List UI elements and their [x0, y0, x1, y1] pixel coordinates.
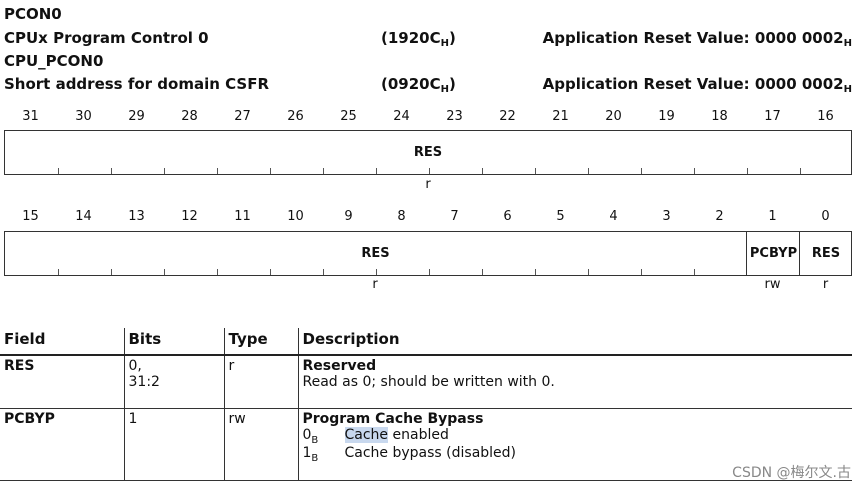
access-res-lower: r [372, 277, 378, 292]
bit-number: 7 [450, 209, 459, 224]
bit-number: 11 [234, 209, 251, 224]
bit-number: 5 [556, 209, 565, 224]
bit-number: 22 [499, 109, 516, 124]
register-address: (1920CH) [381, 29, 456, 49]
bit-number: 12 [181, 209, 198, 224]
header-type: Type [223, 328, 298, 356]
bit-number: 9 [344, 209, 353, 224]
field-pcbyp: PCBYP [746, 232, 800, 275]
bit-number: 31 [22, 109, 39, 124]
header-field: Field [0, 328, 124, 356]
cell-type: r [223, 355, 298, 409]
enum-value-1: 1B Cache bypass (disabled) [302, 445, 517, 465]
reset-value: Application Reset Value: 0000 0002H [542, 29, 852, 49]
lower-register-box: RES PCBYP RES [4, 231, 852, 276]
access-res-bit0: r [822, 277, 829, 292]
bit-number: 20 [605, 109, 622, 124]
bit-number: 8 [397, 209, 406, 224]
register-alias-name: CPU_PCON0 [4, 52, 104, 70]
field-description-table: Field Bits Type Description RES 0,31:2 r… [0, 328, 852, 481]
enum-value-0: 0B Cache enabled [302, 426, 449, 446]
register-description: CPUx Program Control 0 [4, 29, 209, 47]
bit-number: 29 [128, 109, 145, 124]
upper-register-box: RES [4, 130, 852, 175]
bit-number: 18 [711, 109, 728, 124]
cell-description: Reserved Read as 0; should be written wi… [297, 355, 852, 409]
alias-reset-value: Application Reset Value: 0000 0002H [542, 75, 852, 95]
bit-number: 13 [128, 209, 145, 224]
field-res-lower: RES [361, 246, 390, 261]
field-res-upper: RES [413, 145, 443, 160]
bit-number: 3 [662, 209, 671, 224]
bit-number: 26 [287, 109, 304, 124]
register-alias-description: Short address for domain CSFR [4, 75, 269, 93]
register-alias-address: (0920CH) [381, 75, 456, 95]
bit-number: 17 [764, 109, 781, 124]
bit-number: 19 [658, 109, 675, 124]
bit-number: 27 [234, 109, 251, 124]
register-name: PCON0 [4, 5, 62, 23]
access-pcbyp: rw [764, 277, 781, 292]
bit-number: 15 [22, 209, 39, 224]
field-res-bit0: RES [799, 232, 852, 275]
bit-number: 28 [181, 109, 198, 124]
table-header-row: Field Bits Type Description [0, 328, 852, 356]
bit-number: 24 [393, 109, 410, 124]
access-res-upper: r [425, 177, 431, 192]
cell-field: RES [0, 355, 124, 409]
bit-number: 14 [75, 209, 92, 224]
bit-number: 16 [817, 109, 834, 124]
bit-number: 2 [715, 209, 724, 224]
table-row: RES 0,31:2 r Reserved Read as 0; should … [0, 355, 852, 409]
bit-number: 1 [768, 209, 777, 224]
cell-bits: 1 [123, 408, 224, 481]
bit-number: 21 [552, 109, 569, 124]
header-description: Description [297, 328, 852, 356]
watermark: CSDN @梅尔文.古 [732, 465, 851, 481]
bit-number: 0 [821, 209, 830, 224]
lower-bit-numbers: 15 14 13 12 11 10 9 8 7 6 5 4 3 2 1 0 [4, 209, 852, 227]
cell-bits: 0,31:2 [123, 355, 224, 409]
bit-number: 23 [446, 109, 463, 124]
bit-number: 10 [287, 209, 304, 224]
cell-field: PCBYP [0, 408, 124, 481]
bit-number: 4 [609, 209, 618, 224]
upper-bit-numbers: 31 30 29 28 27 26 25 24 23 22 21 20 19 1… [4, 109, 852, 127]
table-row: PCBYP 1 rw Program Cache Bypass 0B Cache… [0, 408, 852, 481]
cell-description: Program Cache Bypass 0B Cache enabled 1B… [297, 408, 852, 481]
header-bits: Bits [123, 328, 224, 356]
bit-number: 6 [503, 209, 512, 224]
bit-number: 25 [340, 109, 357, 124]
bit-number: 30 [75, 109, 92, 124]
cell-type: rw [223, 408, 298, 481]
